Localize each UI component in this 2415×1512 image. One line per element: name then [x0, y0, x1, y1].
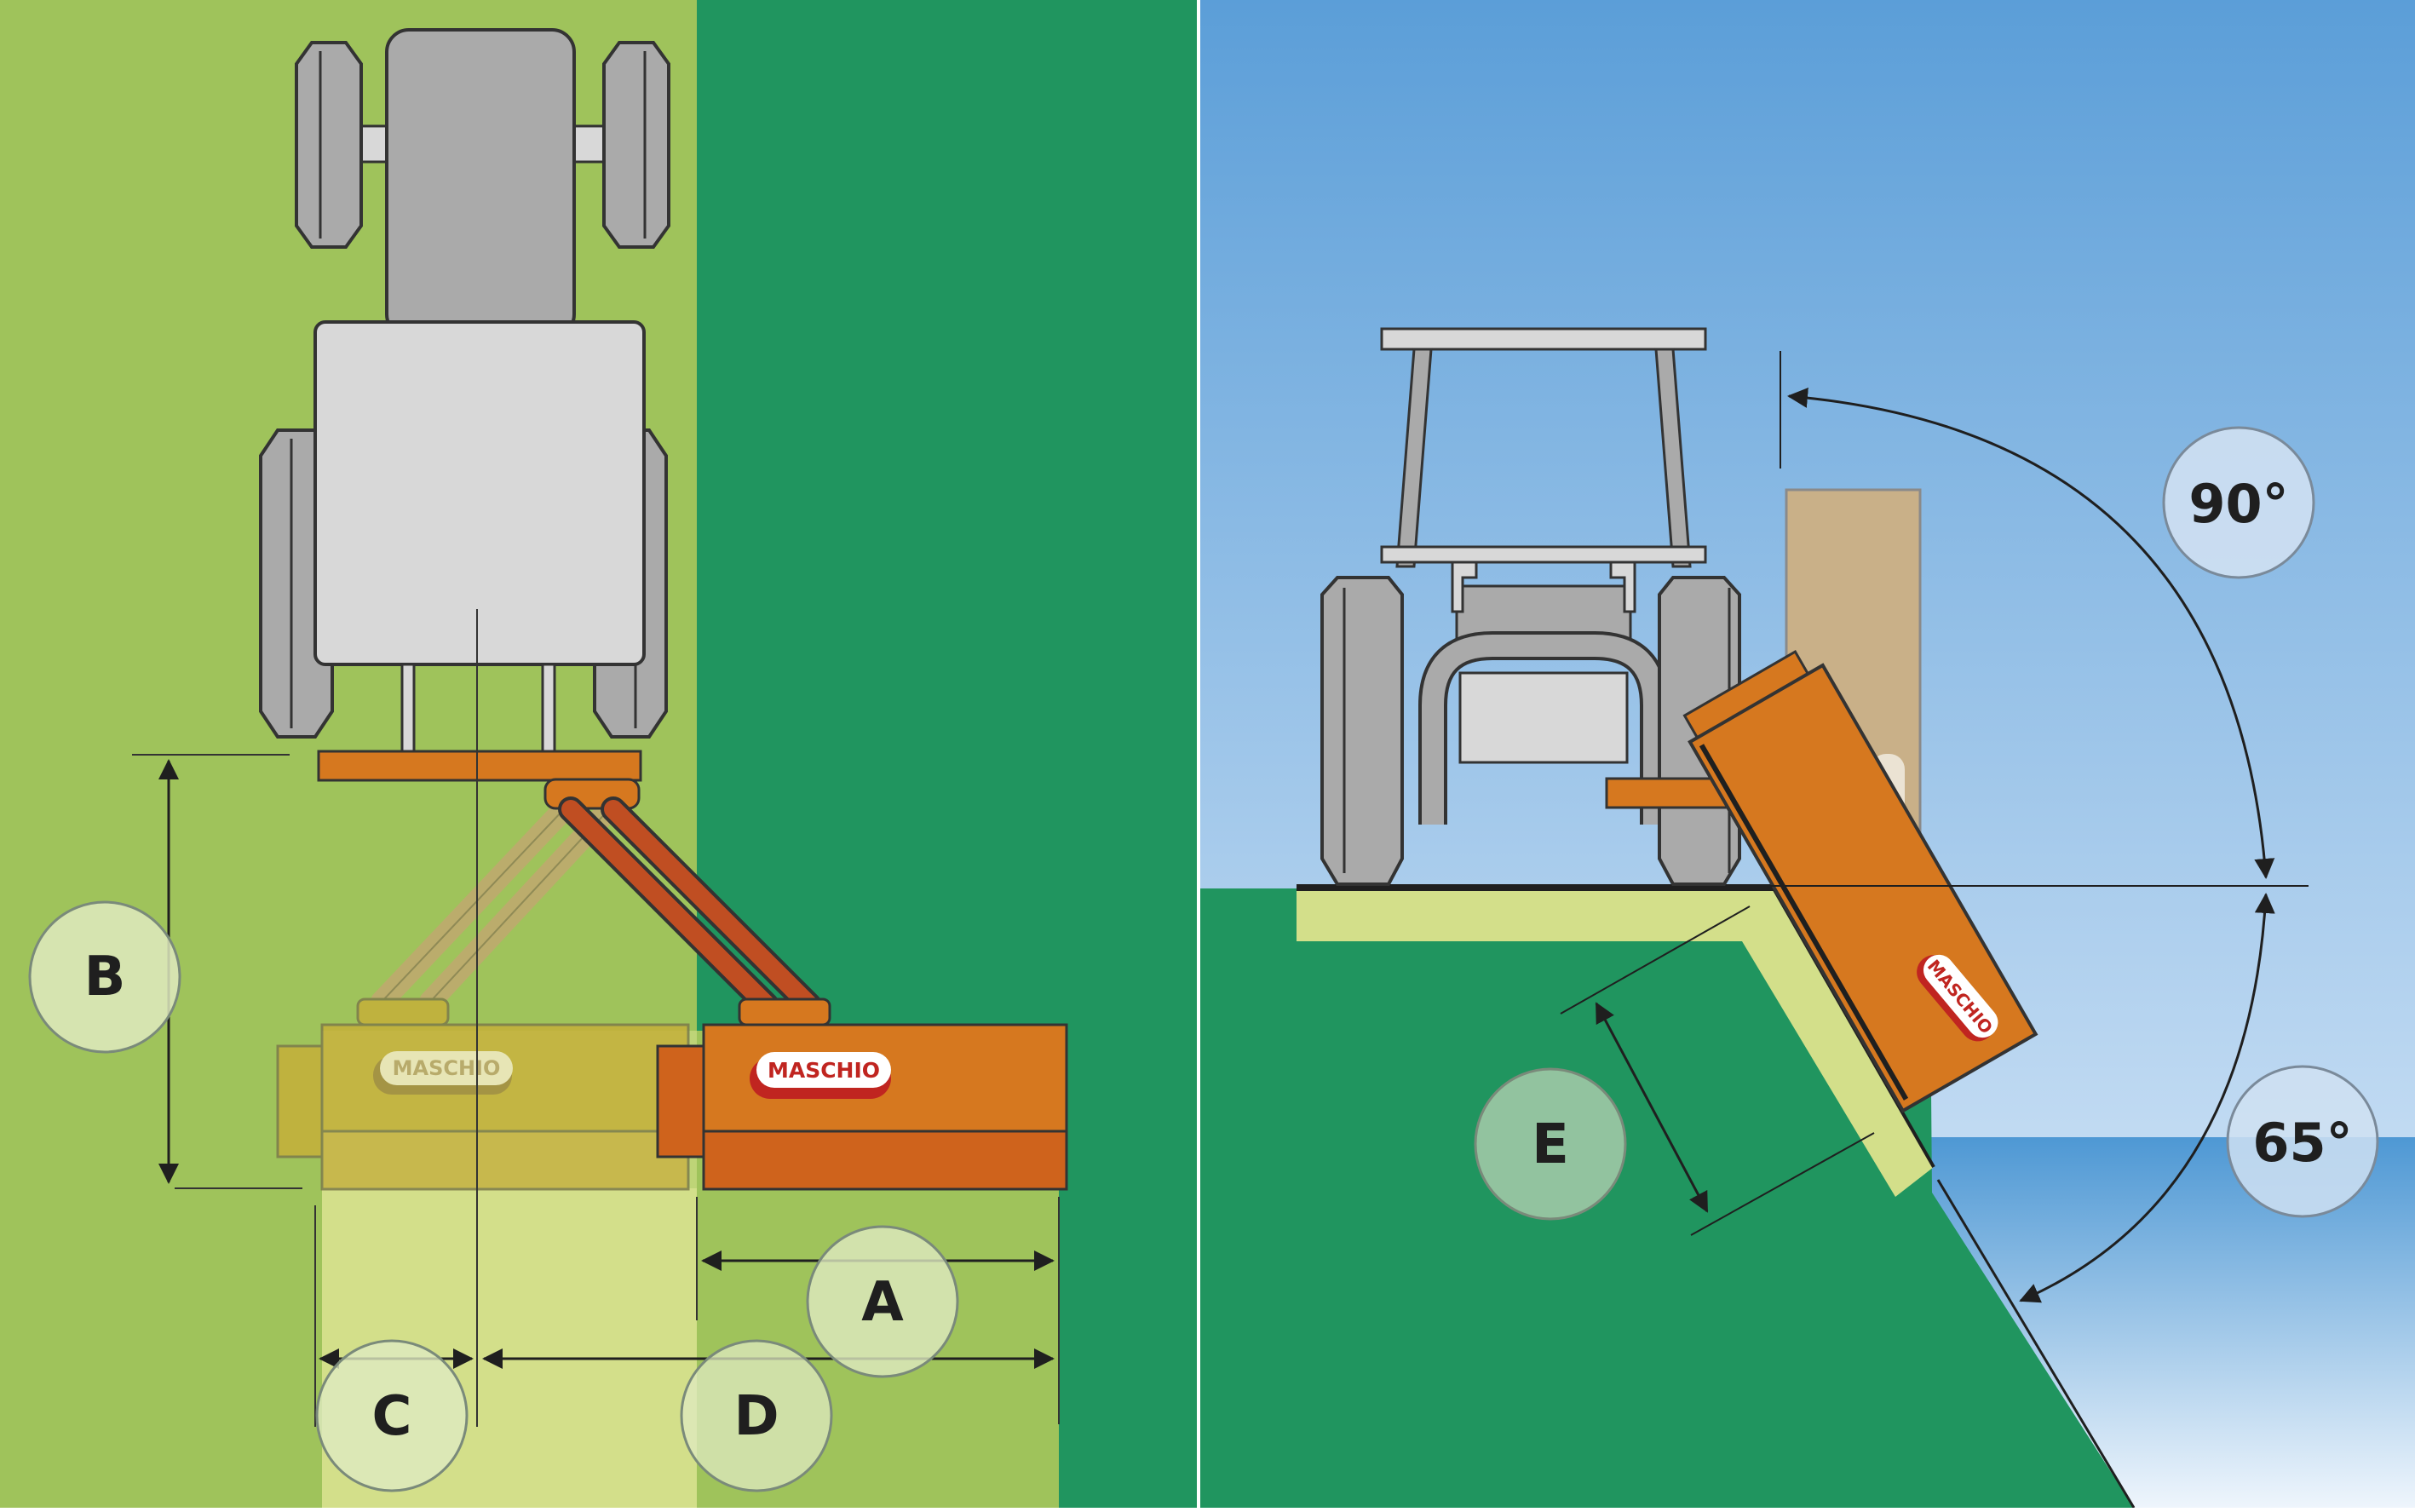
badge-d: D [680, 1339, 833, 1492]
label-e: E [1532, 1113, 1569, 1176]
ground-line [1297, 884, 1774, 891]
badge-b: B [28, 900, 181, 1054]
angle-arc-up [1787, 387, 2275, 879]
angle-arc-down [2019, 893, 2275, 1303]
badge-90: 90° [2162, 426, 2315, 579]
front-view-panel: MASCHIO 90° 65° E [1200, 0, 2415, 1509]
label-a: A [861, 1271, 904, 1334]
label-65: 65° [2252, 1112, 2352, 1174]
brand-text: MASCHIO [768, 1058, 880, 1083]
ghost-brand-text: MASCHIO [393, 1056, 501, 1080]
label-90: 90° [2188, 473, 2288, 535]
panel-divider [1197, 0, 1200, 1508]
hitch-bar [317, 750, 642, 782]
label-b: B [84, 946, 126, 1009]
badge-65: 65° [2226, 1065, 2379, 1218]
label-d: D [733, 1385, 779, 1448]
badge-e: E [1474, 1067, 1627, 1221]
tractor-top-view [259, 28, 670, 753]
mowed-verge [1297, 888, 1934, 1197]
ghost-mower-position: MASCHIO [276, 798, 690, 1191]
top-view-panel: MASCHIO MASCHIO [0, 0, 1199, 1508]
flail-mower-top: MASCHIO [656, 997, 1068, 1191]
label-c: C [372, 1385, 412, 1448]
badge-a: A [806, 1225, 959, 1378]
dimension-e [1560, 905, 1875, 1236]
badge-c: C [315, 1339, 469, 1492]
slope-line [1936, 1179, 2136, 1509]
mower-arm [558, 796, 822, 1018]
